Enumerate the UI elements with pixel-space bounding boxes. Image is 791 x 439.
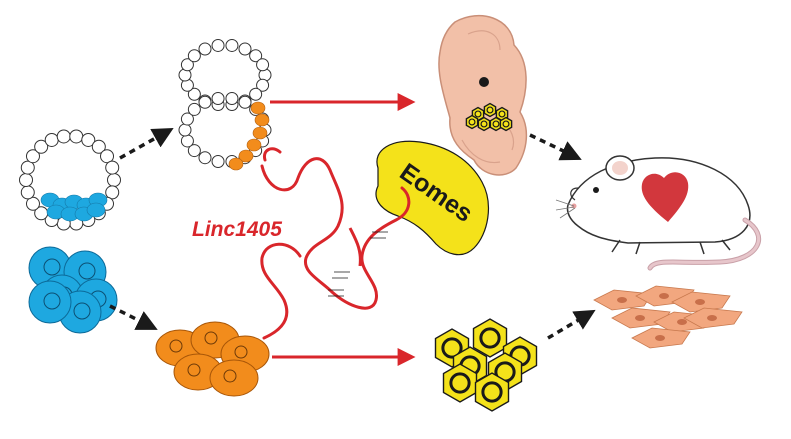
arrow-embryo-to-mouse bbox=[529, 133, 582, 161]
embryoid-cell bbox=[187, 49, 201, 63]
cardiac-progenitor-cell bbox=[472, 318, 508, 358]
arrow-blastocyst-to-embryoid bbox=[119, 127, 174, 160]
heart-icon bbox=[641, 172, 689, 222]
cell-nucleus bbox=[481, 381, 503, 403]
trophectoderm-cell bbox=[100, 149, 115, 164]
trophectoderm-cell bbox=[25, 196, 40, 211]
cell-nucleus bbox=[43, 258, 61, 276]
cell-nucleus bbox=[502, 120, 510, 128]
embryoid-cell bbox=[180, 134, 194, 148]
linc1405-rna: Linc1405 bbox=[192, 147, 411, 340]
embryoid-cell bbox=[211, 155, 225, 169]
cell-nucleus bbox=[78, 262, 96, 280]
mesoderm-cell-cluster-icon bbox=[155, 321, 270, 397]
cardiac-progenitor-cell bbox=[442, 363, 478, 403]
embryoid-cell bbox=[249, 87, 263, 101]
embryoid-cell bbox=[187, 87, 201, 101]
mesoderm-cell bbox=[254, 113, 270, 127]
embryoid-cell bbox=[211, 38, 225, 52]
cell-nucleus bbox=[486, 106, 494, 114]
embryoid-cell bbox=[180, 112, 194, 126]
cardiac-progenitor-cell bbox=[474, 372, 510, 412]
trophectoderm-cell bbox=[20, 185, 35, 200]
embryo-cardiac-cell bbox=[499, 116, 513, 132]
embryoid-cell bbox=[187, 144, 201, 158]
cell-nucleus bbox=[480, 120, 488, 128]
cell-nucleus bbox=[677, 319, 687, 325]
cell-nucleus bbox=[73, 302, 91, 320]
trophectoderm-cell bbox=[91, 139, 106, 154]
trophectoderm-cell bbox=[19, 173, 33, 187]
arrow-progenitor-to-cardiomyocyte bbox=[547, 309, 596, 340]
embryoid-icon bbox=[178, 38, 272, 171]
cardiac-progenitor-cluster-icon bbox=[434, 318, 538, 412]
cell-nucleus bbox=[204, 331, 218, 345]
embryoid-cell bbox=[180, 58, 194, 72]
embryo-heart-cluster bbox=[465, 102, 513, 132]
embryo-cardiac-cell bbox=[465, 114, 479, 130]
embryoid-cell bbox=[198, 42, 212, 56]
cell-nucleus bbox=[449, 372, 471, 394]
stem-cell-cluster-icon bbox=[28, 246, 118, 334]
mesoderm-cell bbox=[238, 149, 254, 163]
mesoderm-cell bbox=[228, 157, 244, 171]
eomes-protein: Eomes bbox=[375, 140, 489, 256]
trophectoderm-cell bbox=[56, 129, 71, 144]
embryoid-cell bbox=[198, 151, 212, 165]
trophectoderm-cell bbox=[20, 160, 35, 175]
embryo-cardiac-cell bbox=[477, 116, 491, 132]
embryoid-cell bbox=[238, 95, 252, 109]
embryoid-cell bbox=[225, 91, 239, 105]
trophectoderm-cell bbox=[107, 173, 121, 187]
stem-cell bbox=[28, 280, 72, 324]
trophectoderm-cell bbox=[105, 185, 120, 200]
linc1405-label: Linc1405 bbox=[192, 218, 282, 241]
cell-nucleus bbox=[187, 363, 201, 377]
cell-nucleus bbox=[474, 110, 482, 118]
embryo-cardiac-cell bbox=[483, 102, 497, 118]
cardiomyocyte-sheet-icon bbox=[593, 285, 743, 349]
trophectoderm-cell bbox=[44, 132, 59, 147]
cell-nucleus bbox=[169, 339, 183, 353]
cell-nucleus bbox=[498, 110, 506, 118]
embryoid-cell bbox=[256, 78, 270, 92]
trophectoderm-cell bbox=[105, 160, 120, 175]
mesoderm-cell bbox=[209, 359, 259, 397]
cell-nucleus bbox=[43, 292, 61, 310]
embryoid-cell bbox=[178, 123, 192, 137]
mesoderm-cell bbox=[250, 101, 266, 115]
trophectoderm-cell bbox=[81, 132, 96, 147]
embryoid-cell bbox=[198, 95, 212, 109]
mesoderm-cell bbox=[246, 138, 262, 152]
cell-nucleus bbox=[223, 369, 237, 383]
cell-nucleus bbox=[655, 335, 665, 341]
embryoid-cell bbox=[187, 102, 201, 116]
cell-nucleus bbox=[492, 120, 500, 128]
embryoid-cell bbox=[249, 49, 263, 63]
cell-nucleus bbox=[234, 345, 248, 359]
cell-nucleus bbox=[635, 315, 645, 321]
cell-nucleus bbox=[617, 297, 627, 303]
embryoid-cell bbox=[238, 42, 252, 56]
cell-nucleus bbox=[707, 315, 717, 321]
arrow-esc-to-mesoderm bbox=[109, 304, 158, 330]
trophectoderm-cell bbox=[69, 129, 84, 144]
trophectoderm-cell bbox=[25, 149, 40, 164]
embryoid-cell bbox=[256, 58, 270, 72]
cell-nucleus bbox=[695, 299, 705, 305]
embryoid-cell bbox=[225, 38, 239, 52]
mesoderm-cell bbox=[252, 126, 268, 140]
blastocyst-icon bbox=[19, 129, 121, 231]
trophectoderm-cell bbox=[34, 139, 49, 154]
embryo-icon bbox=[438, 14, 528, 176]
inner-cell-mass-cell bbox=[86, 202, 106, 218]
cell-nucleus bbox=[468, 118, 476, 126]
cell-nucleus bbox=[479, 327, 501, 349]
cell-nucleus bbox=[659, 293, 669, 299]
embryoid-cell bbox=[211, 91, 225, 105]
cell-nucleus bbox=[441, 337, 463, 359]
